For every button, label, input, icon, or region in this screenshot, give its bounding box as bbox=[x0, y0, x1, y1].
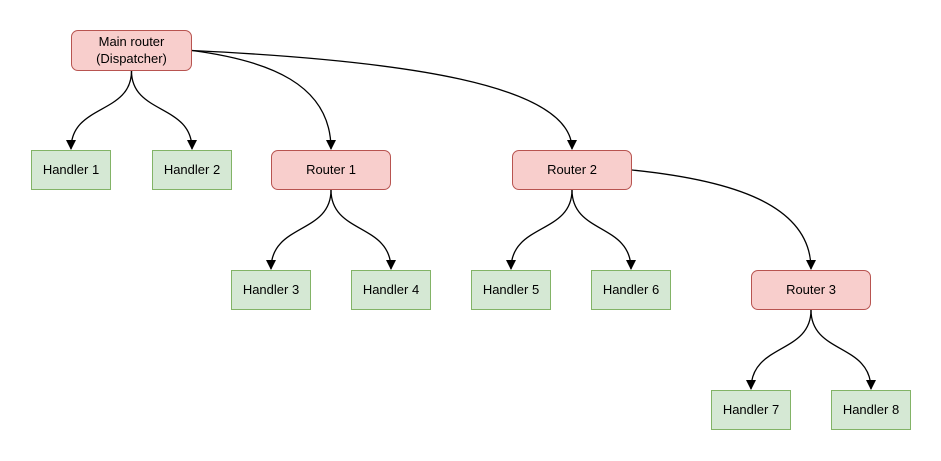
edge-main-to-r2 bbox=[191, 49, 577, 150]
edge-r2-to-r3 bbox=[631, 169, 816, 270]
edge-r1-to-h3 bbox=[266, 189, 332, 270]
node-label: Handler 1 bbox=[42, 161, 100, 177]
edge-r3-to-h8 bbox=[810, 309, 876, 390]
node-r1-router: Router 1 bbox=[271, 150, 391, 190]
edge-r3-to-h7 bbox=[746, 309, 812, 390]
node-label: Handler 7 bbox=[722, 401, 780, 417]
node-label: Handler 5 bbox=[482, 281, 540, 297]
node-h8-handler: Handler 8 bbox=[831, 390, 911, 430]
node-h2-handler: Handler 2 bbox=[152, 150, 232, 190]
node-r3-router: Router 3 bbox=[751, 270, 871, 310]
node-label: Router 3 bbox=[786, 281, 836, 297]
edge-r2-to-h6 bbox=[571, 189, 636, 270]
node-h7-handler: Handler 7 bbox=[711, 390, 791, 430]
edge-r1-to-h4 bbox=[330, 189, 396, 270]
node-h1-handler: Handler 1 bbox=[31, 150, 111, 190]
node-label: Router 1 bbox=[306, 161, 356, 177]
edge-main-to-r1 bbox=[191, 49, 336, 150]
node-h3-handler: Handler 3 bbox=[231, 270, 311, 310]
node-label: Handler 8 bbox=[842, 401, 900, 417]
node-label: Handler 4 bbox=[362, 281, 420, 297]
edge-main-to-h1 bbox=[66, 70, 133, 150]
node-label: Handler 2 bbox=[163, 161, 221, 177]
node-label: Handler 3 bbox=[242, 281, 300, 297]
node-h5-handler: Handler 5 bbox=[471, 270, 551, 310]
node-r2-router: Router 2 bbox=[512, 150, 632, 190]
edge-r2-to-h5 bbox=[506, 189, 573, 270]
node-label: Router 2 bbox=[547, 161, 597, 177]
edge-main-to-h2 bbox=[130, 70, 197, 150]
node-label: Main router (Dispatcher) bbox=[96, 34, 167, 66]
node-main-router: Main router (Dispatcher) bbox=[71, 30, 192, 71]
node-h4-handler: Handler 4 bbox=[351, 270, 431, 310]
node-h6-handler: Handler 6 bbox=[591, 270, 671, 310]
node-label: Handler 6 bbox=[602, 281, 660, 297]
